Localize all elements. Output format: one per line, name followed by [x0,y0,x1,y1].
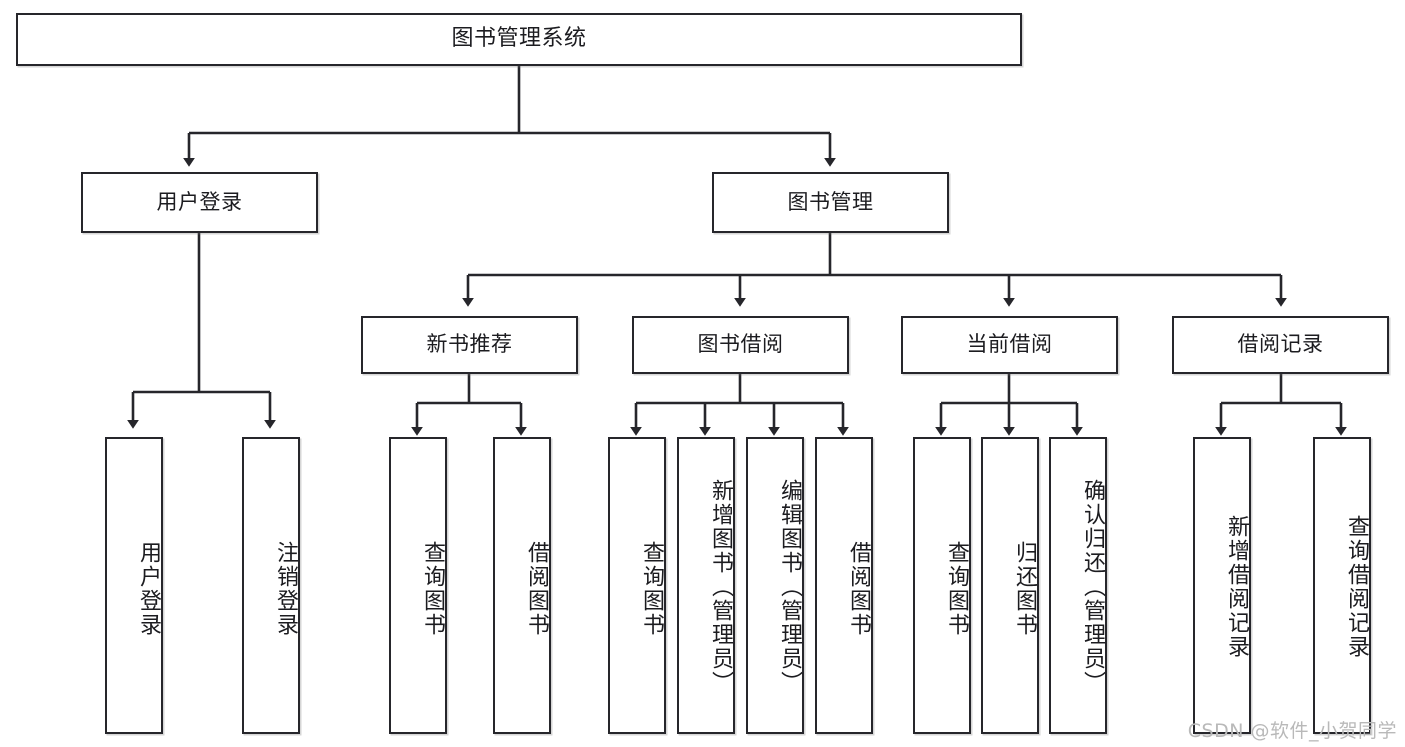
node-label: 新增借阅记录 [1224,514,1249,659]
node-current-borrow[interactable]: 当前借阅 [901,316,1118,374]
leaf-query-book-current[interactable]: 查询图书 [913,437,971,734]
leaf-add-borrow-record[interactable]: 新增借阅记录 [1193,437,1251,734]
node-label: 查询图书 [420,540,445,637]
node-root-system[interactable]: 图书管理系统 [16,13,1022,66]
leaf-user-login[interactable]: 用户登录 [105,437,163,734]
leaf-confirm-return-admin[interactable]: 确认归还（管理员） [1049,437,1107,734]
node-book-borrow[interactable]: 图书借阅 [632,316,849,374]
leaf-edit-book-admin[interactable]: 编辑图书（管理员） [746,437,804,734]
node-borrow-records[interactable]: 借阅记录 [1172,316,1389,374]
node-label: 归还图书 [1012,540,1037,637]
node-label: 注销登录 [273,540,298,637]
node-label: 图书借阅 [697,332,784,357]
node-label: 新书推荐 [426,332,513,357]
csdn-watermark: CSDN @软件_小贺同学 [1187,720,1397,742]
leaf-borrow-book-recommend[interactable]: 借阅图书 [493,437,551,734]
node-label: 借阅图书 [846,540,871,637]
node-label: 借阅图书 [524,540,549,637]
node-new-book-recommend[interactable]: 新书推荐 [361,316,578,374]
leaf-add-book-admin[interactable]: 新增图书（管理员） [677,437,735,734]
node-label: 借阅记录 [1237,332,1324,357]
leaf-query-book-recommend[interactable]: 查询图书 [389,437,447,734]
node-label: 用户登录 [136,540,161,637]
node-label: 当前借阅 [966,332,1053,357]
node-label: 查询图书 [944,540,969,637]
node-label: 查询借阅记录 [1344,514,1369,659]
node-label: 新增图书（管理员） [708,478,733,695]
leaf-query-book-borrow[interactable]: 查询图书 [608,437,666,734]
node-label: 编辑图书（管理员） [777,478,802,695]
node-label: 图书管理 [787,189,874,214]
node-label: 用户登录 [156,189,243,214]
node-book-management[interactable]: 图书管理 [712,172,949,233]
node-label: 图书管理系统 [451,26,587,52]
leaf-query-borrow-record[interactable]: 查询借阅记录 [1313,437,1371,734]
node-user-login[interactable]: 用户登录 [81,172,318,233]
node-label: 确认归还（管理员） [1080,478,1105,695]
leaf-return-book[interactable]: 归还图书 [981,437,1039,734]
node-label: 查询图书 [639,540,664,637]
leaf-logout[interactable]: 注销登录 [242,437,300,734]
leaf-borrow-book[interactable]: 借阅图书 [815,437,873,734]
